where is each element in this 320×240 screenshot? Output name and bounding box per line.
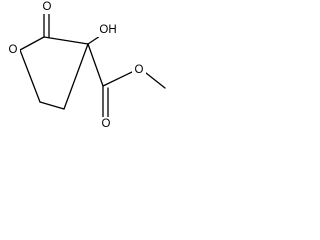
bond-ester-c-o-single (102, 71, 133, 87)
hydroxyl-label: OH (99, 24, 116, 36)
bond-ester-o-methyl (145, 72, 166, 89)
bond-ring-o-c2 (19, 36, 45, 51)
ring-oxygen-label: O (9, 44, 18, 56)
bond-c5-ring-o (19, 49, 41, 103)
ester-carbonyl-oxygen-label: O (102, 118, 111, 130)
bond-c4-c5 (39, 101, 65, 110)
carbonyl-oxygen-label: O (43, 1, 52, 13)
bond-c3-c4 (63, 43, 89, 110)
chemical-structure: O O OH O O (6, 0, 166, 131)
ester-oxygen-label: O (135, 64, 144, 76)
bond-c3-ester-c (87, 43, 104, 87)
bond-c2-c3 (43, 36, 89, 45)
